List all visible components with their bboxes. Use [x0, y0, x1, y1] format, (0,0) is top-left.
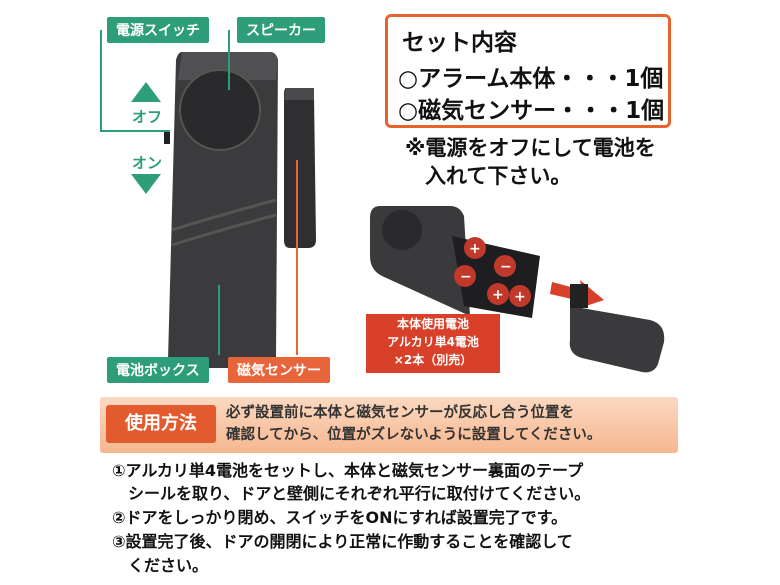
alarm-product-illustration [164, 52, 316, 368]
arrow-up-icon [131, 82, 161, 102]
battery-spec-note: 本体使用電池 アルカリ単4電池 ×2本（別売） [366, 314, 500, 373]
usage-line: 確認してから、位置がズレないように設置してください。 [226, 427, 602, 443]
speaker-label: スピーカー [237, 17, 325, 43]
step-line: ③設置完了後、ドアの開閉により正常に作動することを確認して [112, 532, 573, 551]
battery-box-label: 電池ボックス [107, 357, 209, 383]
on-label: オン [132, 154, 163, 172]
usage-banner: 使用方法 必ず設置前に本体と磁気センサーが反応し合う位置を 確認してから、位置が… [100, 397, 678, 453]
battery-note-line: アルカリ単4電池 [387, 335, 479, 349]
usage-tag: 使用方法 [106, 405, 216, 443]
svg-text:+: + [492, 287, 504, 303]
set-contents-item: ○アラーム本体・・・1個 [398, 66, 664, 92]
step-line: ②ドアをしっかり閉め、スイッチをONにすれば設置完了です。 [112, 508, 568, 527]
note-line: ※電源をオフにして電池を [405, 136, 656, 160]
set-contents-box: セット内容 ○アラーム本体・・・1個 ○磁気センサー・・・1個 [385, 14, 671, 128]
svg-text:+: + [469, 241, 481, 257]
power-switch-leader [100, 30, 102, 130]
sensor-leader [296, 160, 298, 355]
battery-warning-note: ※電源をオフにして電池を 入れて下さい。 [405, 134, 656, 190]
off-label: オフ [132, 108, 163, 126]
magnetic-sensor-label: 磁気センサー [228, 357, 330, 383]
note-line: 入れて下さい。 [425, 164, 572, 188]
arrow-down-icon [131, 174, 161, 194]
svg-text:+: + [514, 289, 526, 305]
step-line: ください。 [112, 556, 209, 575]
step-line: シールを取り、ドアと壁側にそれぞれ平行に取付けてください。 [112, 484, 591, 503]
usage-text: 必ず設置前に本体と磁気センサーが反応し合う位置を 確認してから、位置がズレないよ… [226, 402, 601, 446]
step-line: ①アルカリ単4電池をセットし、本体と磁気センサー裏面のテープ [112, 461, 584, 480]
usage-line: 必ず設置前に本体と磁気センサーが反応し合う位置を [226, 405, 574, 421]
speaker-leader [228, 30, 230, 90]
battery-box-leader [218, 285, 220, 355]
set-contents-item: ○磁気センサー・・・1個 [398, 98, 665, 124]
battery-insert-illustration: + − − + + [370, 206, 665, 373]
set-contents-title: セット内容 [402, 30, 517, 56]
battery-note-line: 本体使用電池 [396, 317, 469, 331]
svg-text:−: − [460, 269, 472, 285]
power-switch-leader-h [100, 130, 170, 132]
power-switch-label: 電源スイッチ [107, 17, 209, 43]
svg-text:−: − [500, 259, 512, 275]
battery-note-line: ×2本（別売） [393, 353, 473, 367]
